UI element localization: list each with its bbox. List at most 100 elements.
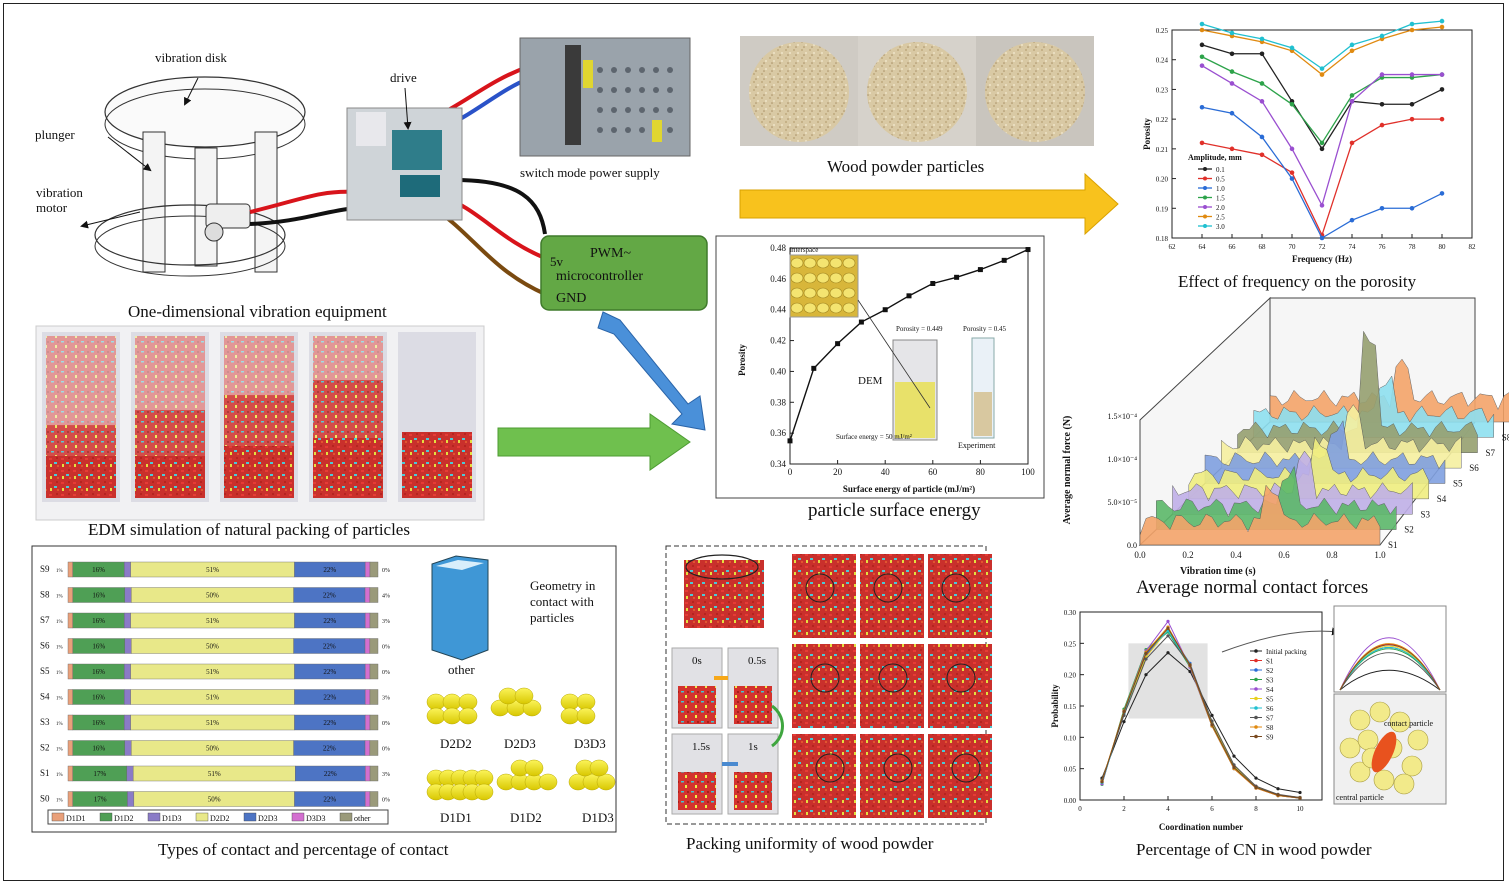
freq-point xyxy=(1199,21,1205,27)
cn-ytick: 0.05 xyxy=(1064,766,1077,774)
gnd-label: GND xyxy=(556,291,586,306)
se-point xyxy=(1025,247,1031,253)
ct-row-label-S0: S0 xyxy=(40,794,50,804)
ct-legend-D1D1: D1D1 xyxy=(66,814,86,823)
freq-xtick: 62 xyxy=(1169,243,1177,251)
freq-point xyxy=(1289,101,1295,107)
ct-value: 22% xyxy=(323,796,336,804)
particle-sphere xyxy=(426,707,446,725)
cn-zoom-arrow xyxy=(1221,627,1340,653)
cn-point xyxy=(1122,720,1126,724)
edm-packed-bed xyxy=(224,446,294,498)
cn-series-9 xyxy=(1101,627,1301,799)
freq-point xyxy=(1409,21,1415,27)
ct-legend-D1D2: D1D2 xyxy=(114,814,134,823)
se-point xyxy=(835,341,841,347)
nf-ridge-S4 xyxy=(1188,436,1430,500)
dem-packing xyxy=(895,382,935,438)
particle-sphere xyxy=(589,759,609,777)
ct-bar-segment xyxy=(67,689,74,705)
freq-point xyxy=(1379,72,1385,77)
se-xlabel: Surface energy of particle (mJ/m²) xyxy=(843,484,975,494)
ct-bar-segment xyxy=(67,714,74,731)
ct-bar-segment xyxy=(124,587,132,603)
cn-point xyxy=(1144,651,1148,655)
cn-series-7 xyxy=(1101,635,1301,798)
ct-value: 50% xyxy=(206,745,219,753)
freq-point xyxy=(1379,205,1385,211)
ct-value-last: 3% xyxy=(382,772,390,778)
ct-bar-segment xyxy=(369,689,379,705)
ct-value: 22% xyxy=(323,592,336,600)
nf-ridge-S1 xyxy=(1139,484,1381,546)
freq-ytick: 0.23 xyxy=(1156,86,1169,94)
nf-ytick: 5.0×10⁻⁵ xyxy=(1107,498,1137,507)
ct-bar-segment xyxy=(364,612,371,629)
nf-xtick: 0.8 xyxy=(1326,550,1338,560)
freq-ytick: 0.25 xyxy=(1156,27,1169,35)
freq-xtick: 66 xyxy=(1229,243,1237,251)
freq-point xyxy=(1199,54,1205,60)
cn-ytick: 0.30 xyxy=(1064,609,1077,617)
freq-ytick: 0.24 xyxy=(1156,57,1169,65)
freq-point xyxy=(1259,134,1265,140)
nf-series-label-S4: S4 xyxy=(1437,494,1447,504)
uniformity-sample xyxy=(792,644,856,728)
freq-point xyxy=(1289,176,1295,181)
ct-bar-segment xyxy=(369,663,379,680)
cn-ytick: 0.25 xyxy=(1064,640,1077,648)
ct-value: 22% xyxy=(324,770,337,778)
ct-value-last: 0% xyxy=(382,721,390,727)
uniformity-time-1: 0.5s xyxy=(748,655,766,667)
cn-ylabel: Probability xyxy=(1050,684,1060,728)
cn-caption: Percentage of CN in wood powder xyxy=(1136,840,1372,859)
uniformity-time-0: 0s xyxy=(692,655,702,667)
edm-packed-bed xyxy=(402,432,472,498)
cn-legend-0: Initial packing xyxy=(1266,648,1307,656)
particle-sphere xyxy=(442,707,462,725)
se-xtick: 60 xyxy=(928,467,938,477)
ct-value-last: 3% xyxy=(382,619,390,625)
ct-value: 22% xyxy=(323,643,336,651)
ct-bar-segment xyxy=(365,765,371,782)
se-xtick: 40 xyxy=(881,467,891,477)
wood-caption: Wood powder particles xyxy=(827,157,984,176)
nf-series-label-S2: S2 xyxy=(1404,525,1414,535)
freq-point xyxy=(1319,66,1325,71)
vibration-motor-label-2: motor xyxy=(36,200,68,215)
uniformity-time-2: 1.5s xyxy=(692,741,710,753)
particle-sphere xyxy=(442,693,462,711)
cn-legend-1: S1 xyxy=(1266,658,1274,666)
freq-point xyxy=(1409,101,1415,107)
nf-series-label-S6: S6 xyxy=(1469,463,1479,473)
surface-energy-caption: particle surface energy xyxy=(808,500,981,521)
freq-ytick: 0.21 xyxy=(1156,146,1169,154)
power-supply-photo: switch mode power supply xyxy=(519,37,691,180)
ct-bar-segment xyxy=(369,714,379,731)
ct-value-first: 1% xyxy=(56,646,63,651)
se-ytick: 0.38 xyxy=(770,397,786,407)
ct-value: 16% xyxy=(92,694,105,702)
freq-xlabel: Frequency (Hz) xyxy=(1292,254,1352,264)
ct-bar-segment xyxy=(124,740,132,756)
freq-point xyxy=(1259,152,1265,158)
cn-point xyxy=(1276,793,1280,797)
ct-value-first: 1% xyxy=(56,748,63,753)
ct-value-first: 1% xyxy=(56,722,63,727)
particle-sphere xyxy=(474,783,494,801)
experiment-powder xyxy=(974,392,992,436)
se-point xyxy=(954,274,960,280)
nf-xtick: 0.2 xyxy=(1182,550,1193,560)
drive-label: drive xyxy=(390,70,417,85)
ct-value-last: 0% xyxy=(382,670,390,676)
cn-legend-2: S2 xyxy=(1266,667,1274,675)
ct-value-first: 1% xyxy=(56,595,63,600)
freq-point xyxy=(1199,104,1205,110)
se-point xyxy=(1001,257,1007,263)
se-ytick: 0.48 xyxy=(770,243,786,253)
ct-legend-D1D3: D1D3 xyxy=(162,814,182,823)
cn-xtick: 2 xyxy=(1122,805,1126,813)
